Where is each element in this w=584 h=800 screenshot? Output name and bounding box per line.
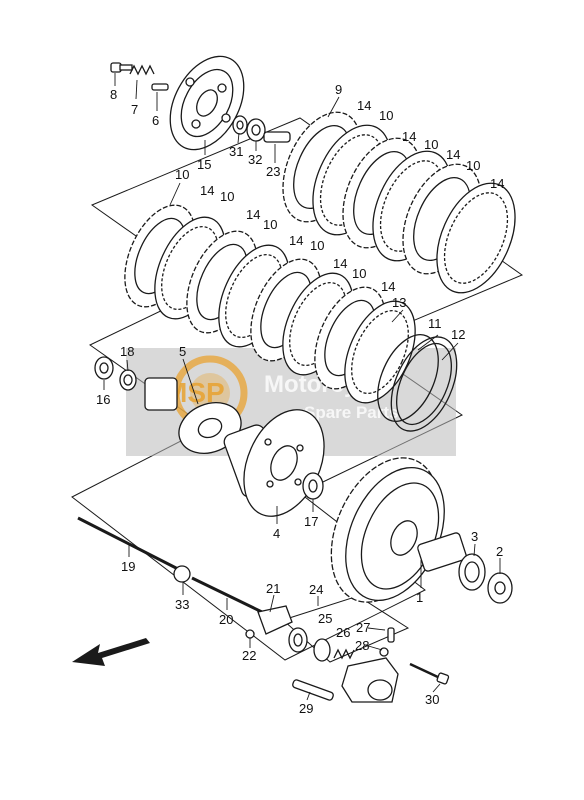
part-fitting-28	[379, 647, 389, 657]
part-seat-12	[390, 336, 458, 432]
callout-22: 22	[242, 648, 256, 663]
watermark-line2: Spare Parts	[304, 403, 399, 422]
callout-11: 11	[428, 316, 442, 331]
callout-1: 1	[416, 590, 423, 605]
part-release-plate-21	[257, 605, 293, 635]
part-spring-7	[129, 64, 155, 76]
callout-8: 8	[110, 87, 117, 102]
callout-10: 10	[352, 266, 366, 281]
callout-14: 14	[446, 147, 460, 162]
callout-6: 6	[152, 113, 159, 128]
part-ball-33	[173, 565, 191, 583]
callout-10: 10	[379, 108, 393, 123]
callout-19: 19	[121, 559, 135, 574]
part-seal-16	[94, 356, 114, 380]
callout-10: 10	[310, 238, 324, 253]
part-push-rod-19	[77, 516, 181, 572]
part-needle-bearing-3	[458, 553, 486, 591]
callout-4: 4	[273, 526, 280, 541]
callout-10: 10	[466, 158, 480, 173]
callout-31: 31	[229, 144, 243, 159]
callout-32: 32	[248, 152, 262, 167]
callout-14: 14	[402, 129, 416, 144]
part-spacer-2	[487, 572, 513, 604]
callout-20: 20	[219, 612, 233, 627]
callout-23: 23	[266, 164, 280, 179]
part-screw-27	[387, 627, 395, 643]
callout-16: 16	[96, 392, 110, 407]
callout-30: 30	[425, 692, 439, 707]
callout-14: 14	[381, 279, 395, 294]
part-pin-6	[151, 83, 169, 91]
callout-25: 25	[318, 611, 332, 626]
part-release-25	[288, 627, 331, 662]
callout-10: 10	[424, 137, 438, 152]
callout-15: 15	[197, 157, 211, 172]
callout-3: 3	[471, 529, 478, 544]
part-primary-driven-gear-1	[330, 457, 467, 603]
part-bolt-30	[409, 662, 450, 685]
part-washer-17	[302, 472, 324, 500]
callout-9: 9	[335, 82, 342, 97]
callout-14: 14	[246, 207, 260, 222]
callout-12: 12	[451, 327, 465, 342]
callout-14: 14	[490, 176, 504, 191]
callout-17: 17	[304, 514, 318, 529]
leader-lines	[103, 73, 501, 701]
callout-10: 10	[263, 217, 277, 232]
part-pin-29	[292, 679, 334, 701]
part-spring-26	[333, 648, 355, 660]
part-push-piece-23	[263, 131, 291, 143]
callout-18: 18	[120, 344, 134, 359]
part-push-rod-20	[191, 576, 263, 614]
part-bolt-8	[110, 62, 133, 73]
plate-stack-upper	[282, 111, 516, 294]
callout-13: 13	[392, 295, 406, 310]
part-screw-22	[245, 629, 255, 639]
direction-arrow-icon	[72, 638, 150, 666]
callout-2: 2	[496, 544, 503, 559]
callout-33: 33	[175, 597, 189, 612]
callout-14: 14	[333, 256, 347, 271]
plate-stack-lower	[124, 204, 416, 404]
callout-14: 14	[357, 98, 371, 113]
callout-14: 14	[200, 183, 214, 198]
callout-26: 26	[336, 625, 350, 640]
part-ring-11	[377, 334, 439, 422]
callout-10: 10	[175, 167, 189, 182]
callout-14: 14	[289, 233, 303, 248]
callout-21: 21	[266, 581, 280, 596]
callout-5: 5	[179, 344, 186, 359]
callout-labels: 8 7 6 15 31 32 23 9 14 10 14 10 14 10 14…	[96, 82, 504, 716]
part-washer-18	[119, 369, 137, 391]
callout-29: 29	[299, 701, 313, 716]
callout-24: 24	[309, 582, 323, 597]
part-release-housing-24	[341, 657, 399, 703]
callout-28: 28	[355, 638, 369, 653]
callout-7: 7	[131, 102, 138, 117]
part-bearing-32	[246, 118, 266, 142]
callout-27: 27	[356, 620, 370, 635]
callout-10: 10	[220, 189, 234, 204]
part-washer-31	[232, 115, 248, 135]
